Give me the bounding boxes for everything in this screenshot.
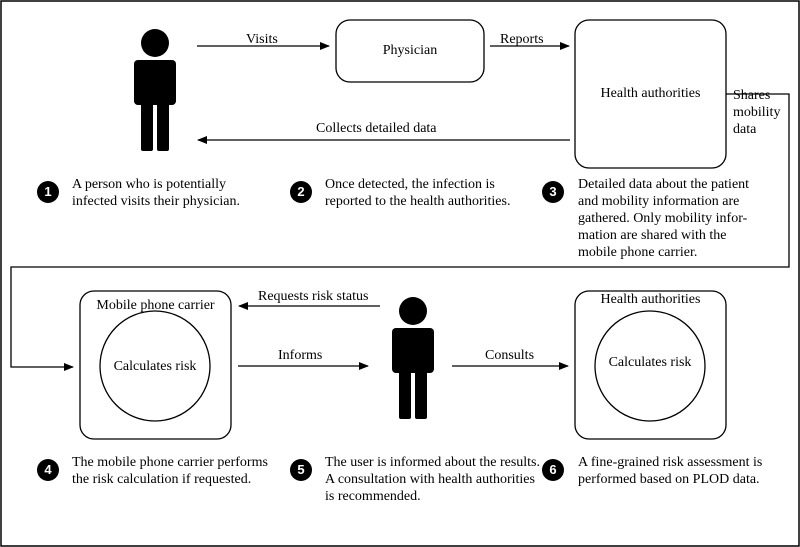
shares-connector <box>10 93 790 371</box>
informs-label: Informs <box>278 348 323 363</box>
step-number-badge: 6 <box>542 459 564 481</box>
requests-label: Requests risk status <box>258 289 369 304</box>
step-number-badge: 3 <box>542 181 564 203</box>
physician-label: Physician <box>382 43 438 58</box>
step-number-badge: 1 <box>37 181 59 203</box>
step-description: Detailed data about the patient and mobi… <box>578 177 750 260</box>
user-icon <box>392 297 434 419</box>
consults-label: Consults <box>485 348 535 363</box>
authorities-risk-circle <box>594 310 706 422</box>
person-icon <box>134 29 176 151</box>
step-description: The user is informed about the results. … <box>325 455 541 504</box>
physician-box <box>335 19 485 83</box>
step-number-badge: 5 <box>290 459 312 481</box>
calculates-risk-label: Calculates risk <box>608 355 692 370</box>
step-number-badge: 2 <box>290 181 312 203</box>
shares-label: data <box>733 122 757 137</box>
step-number-badge: 4 <box>37 459 59 481</box>
visits-label: Visits <box>246 32 278 47</box>
carrier-label: Mobile phone carrier <box>96 298 215 313</box>
carrier-risk-circle <box>99 310 211 422</box>
shares-label: mobility <box>733 105 781 120</box>
health-authorities-label: Health authorities <box>600 86 701 101</box>
health-authorities-bottom-label: Health authorities <box>600 292 701 307</box>
calculates-risk-label: Calculates risk <box>113 359 197 374</box>
shares-label: Shares <box>733 88 771 103</box>
step-description: Once detected, the infection is reported… <box>325 177 511 209</box>
collects-label: Collects detailed data <box>316 121 437 136</box>
reports-label: Reports <box>500 32 544 47</box>
step-description: A fine-grained risk assessment is perfor… <box>578 455 763 487</box>
step-description: The mobile phone carrier performs the ri… <box>72 455 268 487</box>
step-description: A person who is potentially infected vis… <box>72 177 240 209</box>
